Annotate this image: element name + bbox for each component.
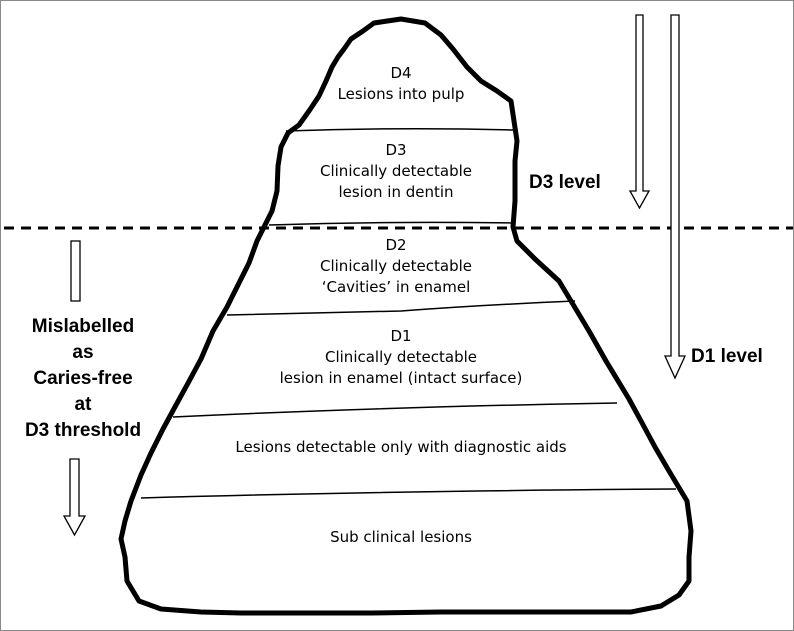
d1-line1: Clinically detectable (325, 348, 477, 366)
d1-label: D1 Clinically detectable lesion in ename… (251, 326, 551, 389)
mislabelled-top-bar (70, 240, 81, 302)
subclinical-label: Sub clinical lesions (251, 527, 551, 548)
d3-line1: Clinically detectable (320, 162, 472, 180)
divider-d2-d1 (226, 300, 576, 316)
divider-d4-d3 (285, 127, 516, 132)
mislabelled-line-5: D3 threshold (24, 420, 142, 441)
d4-text: Lesions into pulp (337, 85, 465, 103)
d2-line1: Clinically detectable (320, 257, 472, 275)
mislabelled-text: Mislabelled as Caries-free at D3 thresho… (3, 314, 163, 444)
mislabelled-down-arrow (62, 458, 87, 537)
divider-d3-d2 (268, 221, 514, 226)
d2-label: D2 Clinically detectable ‘Cavities’ in e… (286, 235, 506, 298)
d1-code: D1 (390, 327, 412, 345)
d3-line2: lesion in dentin (338, 183, 454, 201)
d3-code: D3 (385, 141, 407, 159)
aids-label: Lesions detectable only with diagnostic … (191, 437, 611, 458)
d2-code: D2 (385, 236, 407, 254)
d1-line2: lesion in enamel (intact surface) (279, 369, 523, 387)
d1-level-arrow (663, 14, 687, 380)
d1-level-label: D1 level (691, 346, 763, 367)
subclinical-text: Sub clinical lesions (330, 528, 472, 546)
iceberg-outline (118, 16, 694, 616)
d4-label: D4 Lesions into pulp (321, 63, 481, 105)
d3-level-label: D3 level (529, 172, 601, 193)
aids-text: Lesions detectable only with diagnostic … (235, 438, 567, 456)
d3-label: D3 Clinically detectable lesion in denti… (291, 140, 501, 203)
divider-d1-aids (172, 402, 618, 418)
d3-level-arrow (628, 14, 651, 210)
mislabelled-line-1: Mislabelled (31, 316, 135, 337)
mislabelled-line-2: as (72, 342, 94, 363)
divider-aids-subclinical (140, 488, 677, 499)
mislabelled-line-3: Caries-free (33, 368, 133, 389)
d2-line2: ‘Cavities’ in enamel (321, 278, 471, 296)
mislabelled-line-4: at (74, 394, 92, 415)
d4-code: D4 (390, 64, 412, 82)
